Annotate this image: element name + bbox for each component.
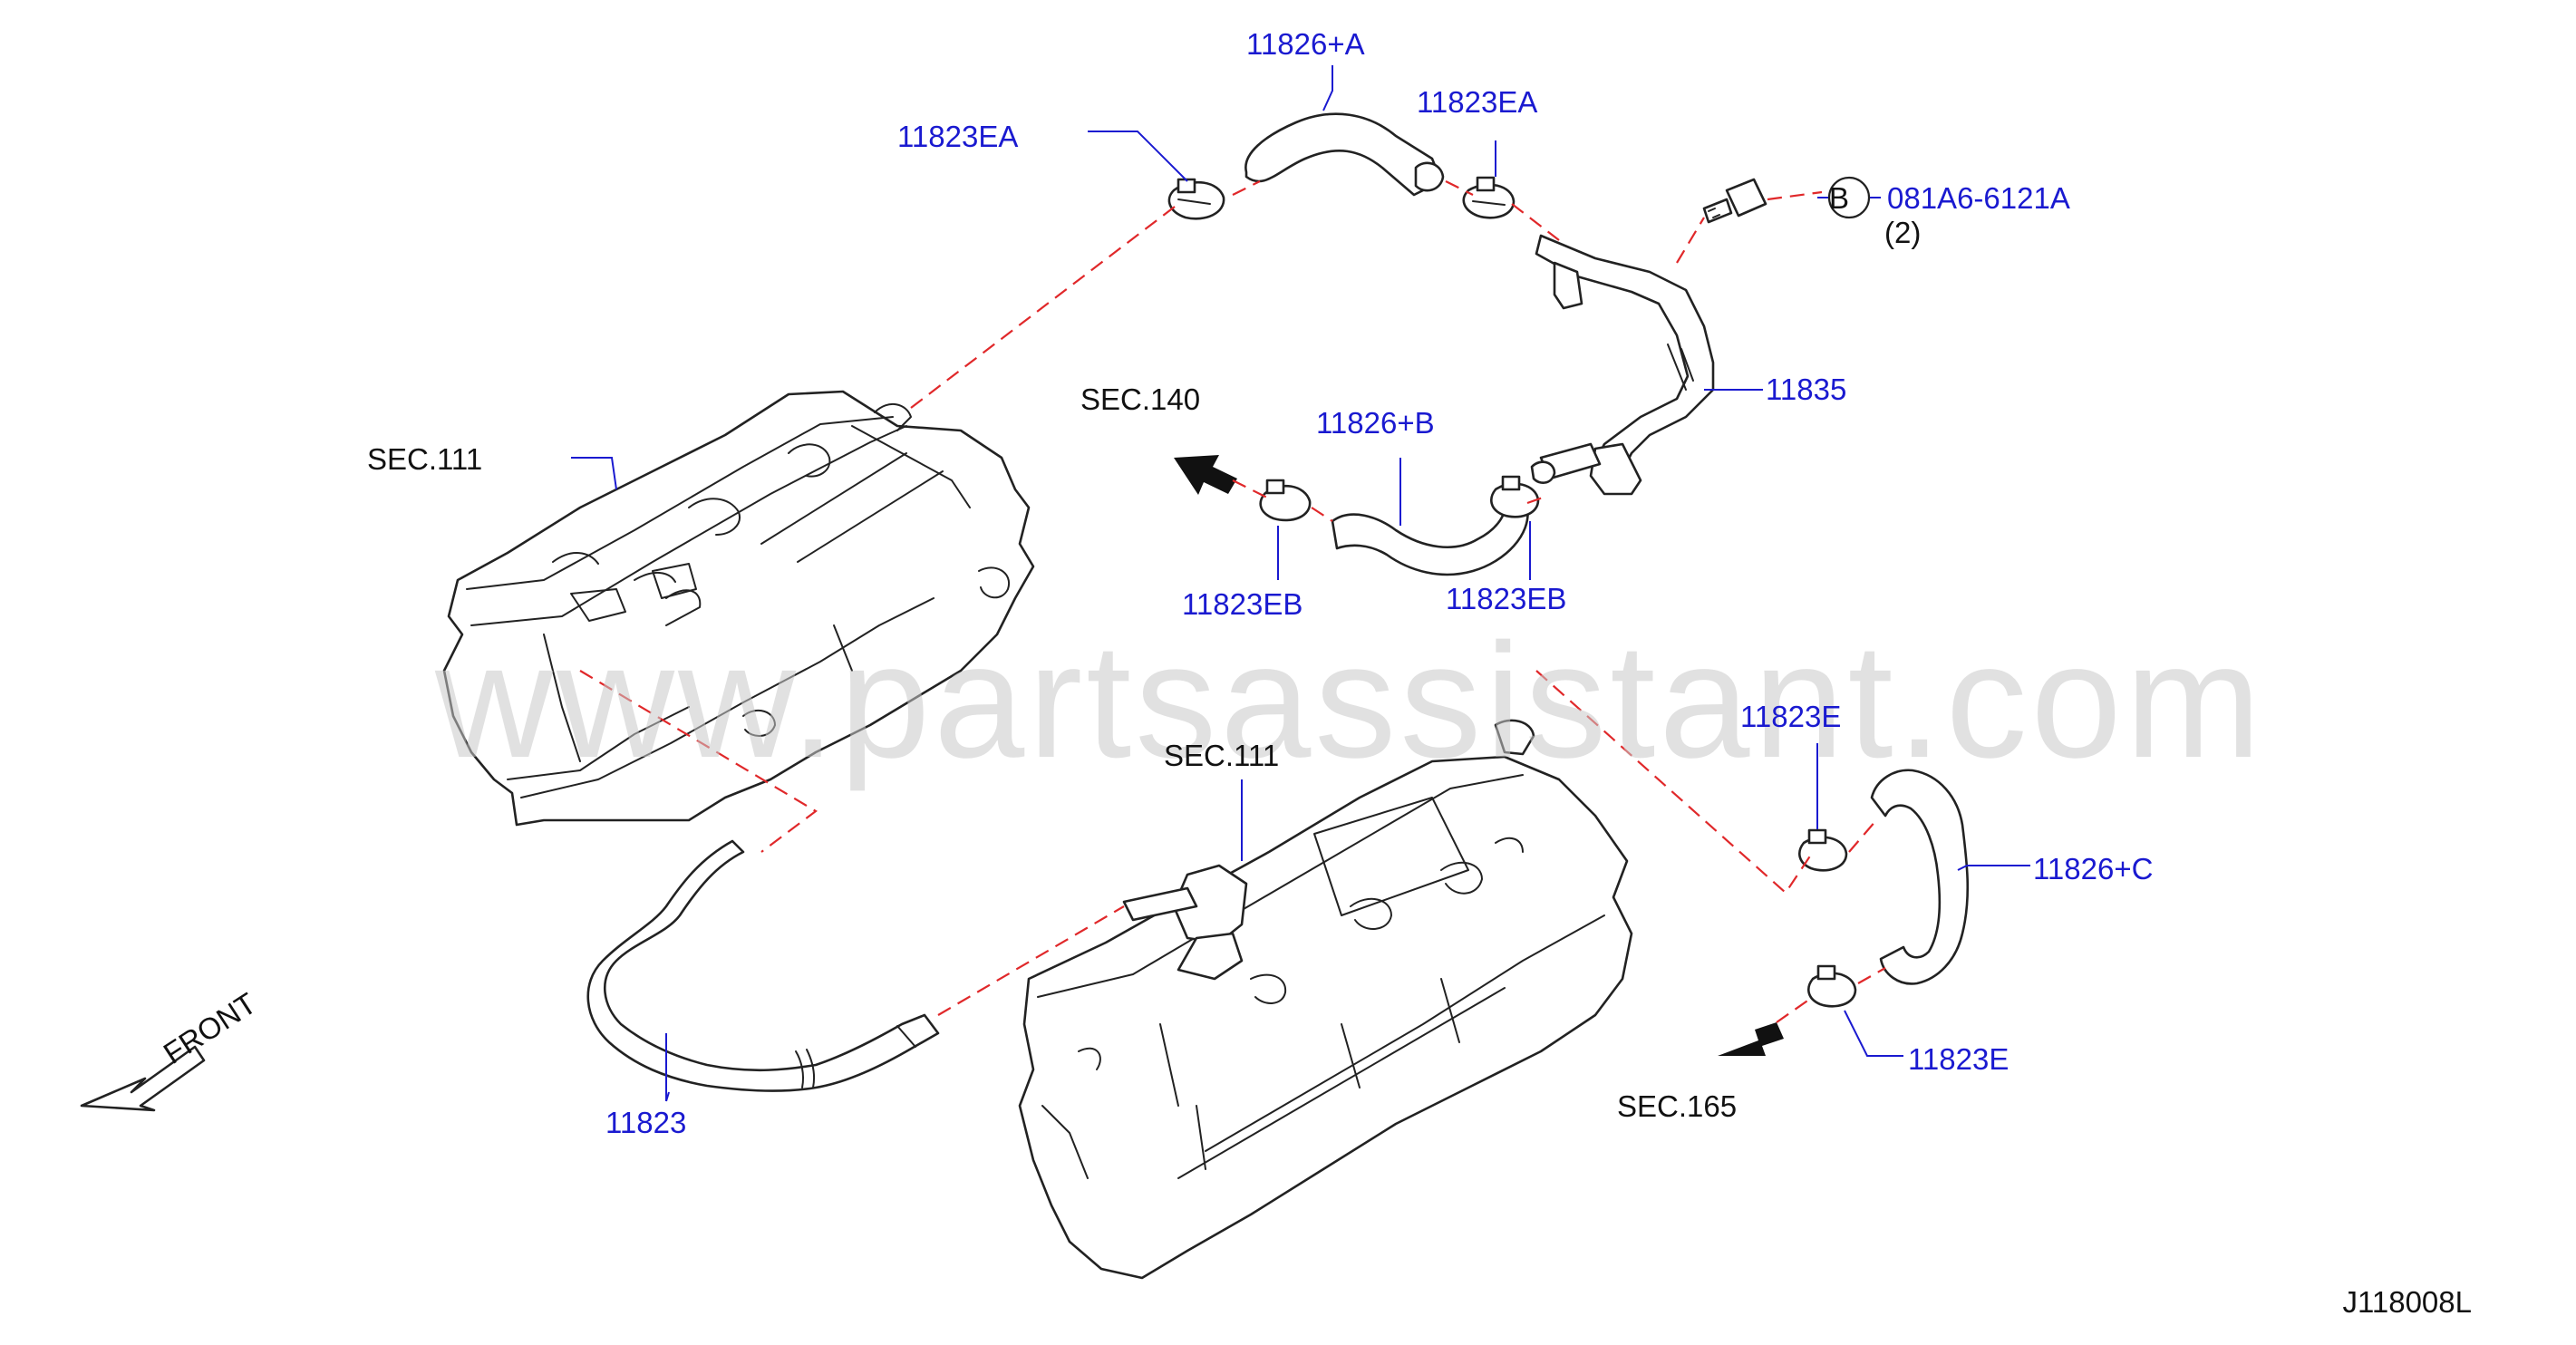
clamp-11823e-top — [1798, 828, 1848, 872]
label-081a6-6121a: 081A6-6121A — [1887, 181, 2070, 215]
hose-11826-c — [1870, 769, 1970, 985]
label-sec111-center: SEC.111 — [1164, 739, 1279, 772]
callout-b-letter: B — [1829, 181, 1849, 215]
label-sec165: SEC.165 — [1617, 1089, 1737, 1123]
center-cylinder-head — [1018, 719, 1633, 1280]
front-arrow — [80, 1045, 206, 1112]
label-sec111-left: SEC.111 — [367, 442, 482, 476]
clamp-11823ea-left — [1167, 178, 1225, 220]
label-sec140: SEC.140 — [1080, 382, 1200, 416]
label-11826-a: 11826+A — [1246, 27, 1365, 61]
label-11823eb-left: 11823EB — [1182, 587, 1303, 621]
label-11823: 11823 — [605, 1106, 686, 1139]
clamp-11823eb-right — [1490, 475, 1540, 518]
label-11823eb-right: 11823EB — [1446, 582, 1566, 615]
left-cylinder-head — [442, 390, 1035, 827]
centerlines — [579, 180, 1886, 1023]
arrow-to-sec165 — [1718, 1022, 1784, 1056]
label-11826-c: 11826+C — [2033, 852, 2153, 885]
label-11823e-top: 11823E — [1740, 700, 1841, 733]
clamp-11823e-bottom — [1807, 964, 1857, 1008]
tube-11835 — [1530, 234, 1715, 496]
clamp-11823ea-right — [1462, 176, 1516, 219]
hose-11826-b — [1331, 506, 1529, 576]
bolt-081a6-6121a — [1702, 178, 1767, 224]
label-11823e-bottom: 11823E — [1908, 1042, 2009, 1076]
arrow-to-sec140 — [1174, 455, 1237, 495]
label-11835: 11835 — [1766, 373, 1846, 406]
hose-11826-a — [1244, 112, 1445, 197]
label-11823ea-left: 11823EA — [897, 120, 1018, 153]
label-front: FRONT — [158, 986, 262, 1070]
label-11823ea-right: 11823EA — [1417, 85, 1537, 119]
clamp-11823eb-left — [1259, 479, 1312, 522]
diagram-code: J118008L — [2342, 1285, 2472, 1319]
leader-lines — [571, 65, 2030, 1102]
callout-b-circle — [1827, 176, 1871, 219]
label-11826-b: 11826+B — [1316, 406, 1435, 440]
label-qty-2: (2) — [1884, 216, 1921, 249]
watermark: www.partsassistant.com — [434, 610, 2265, 792]
hose-11823 — [586, 839, 940, 1092]
